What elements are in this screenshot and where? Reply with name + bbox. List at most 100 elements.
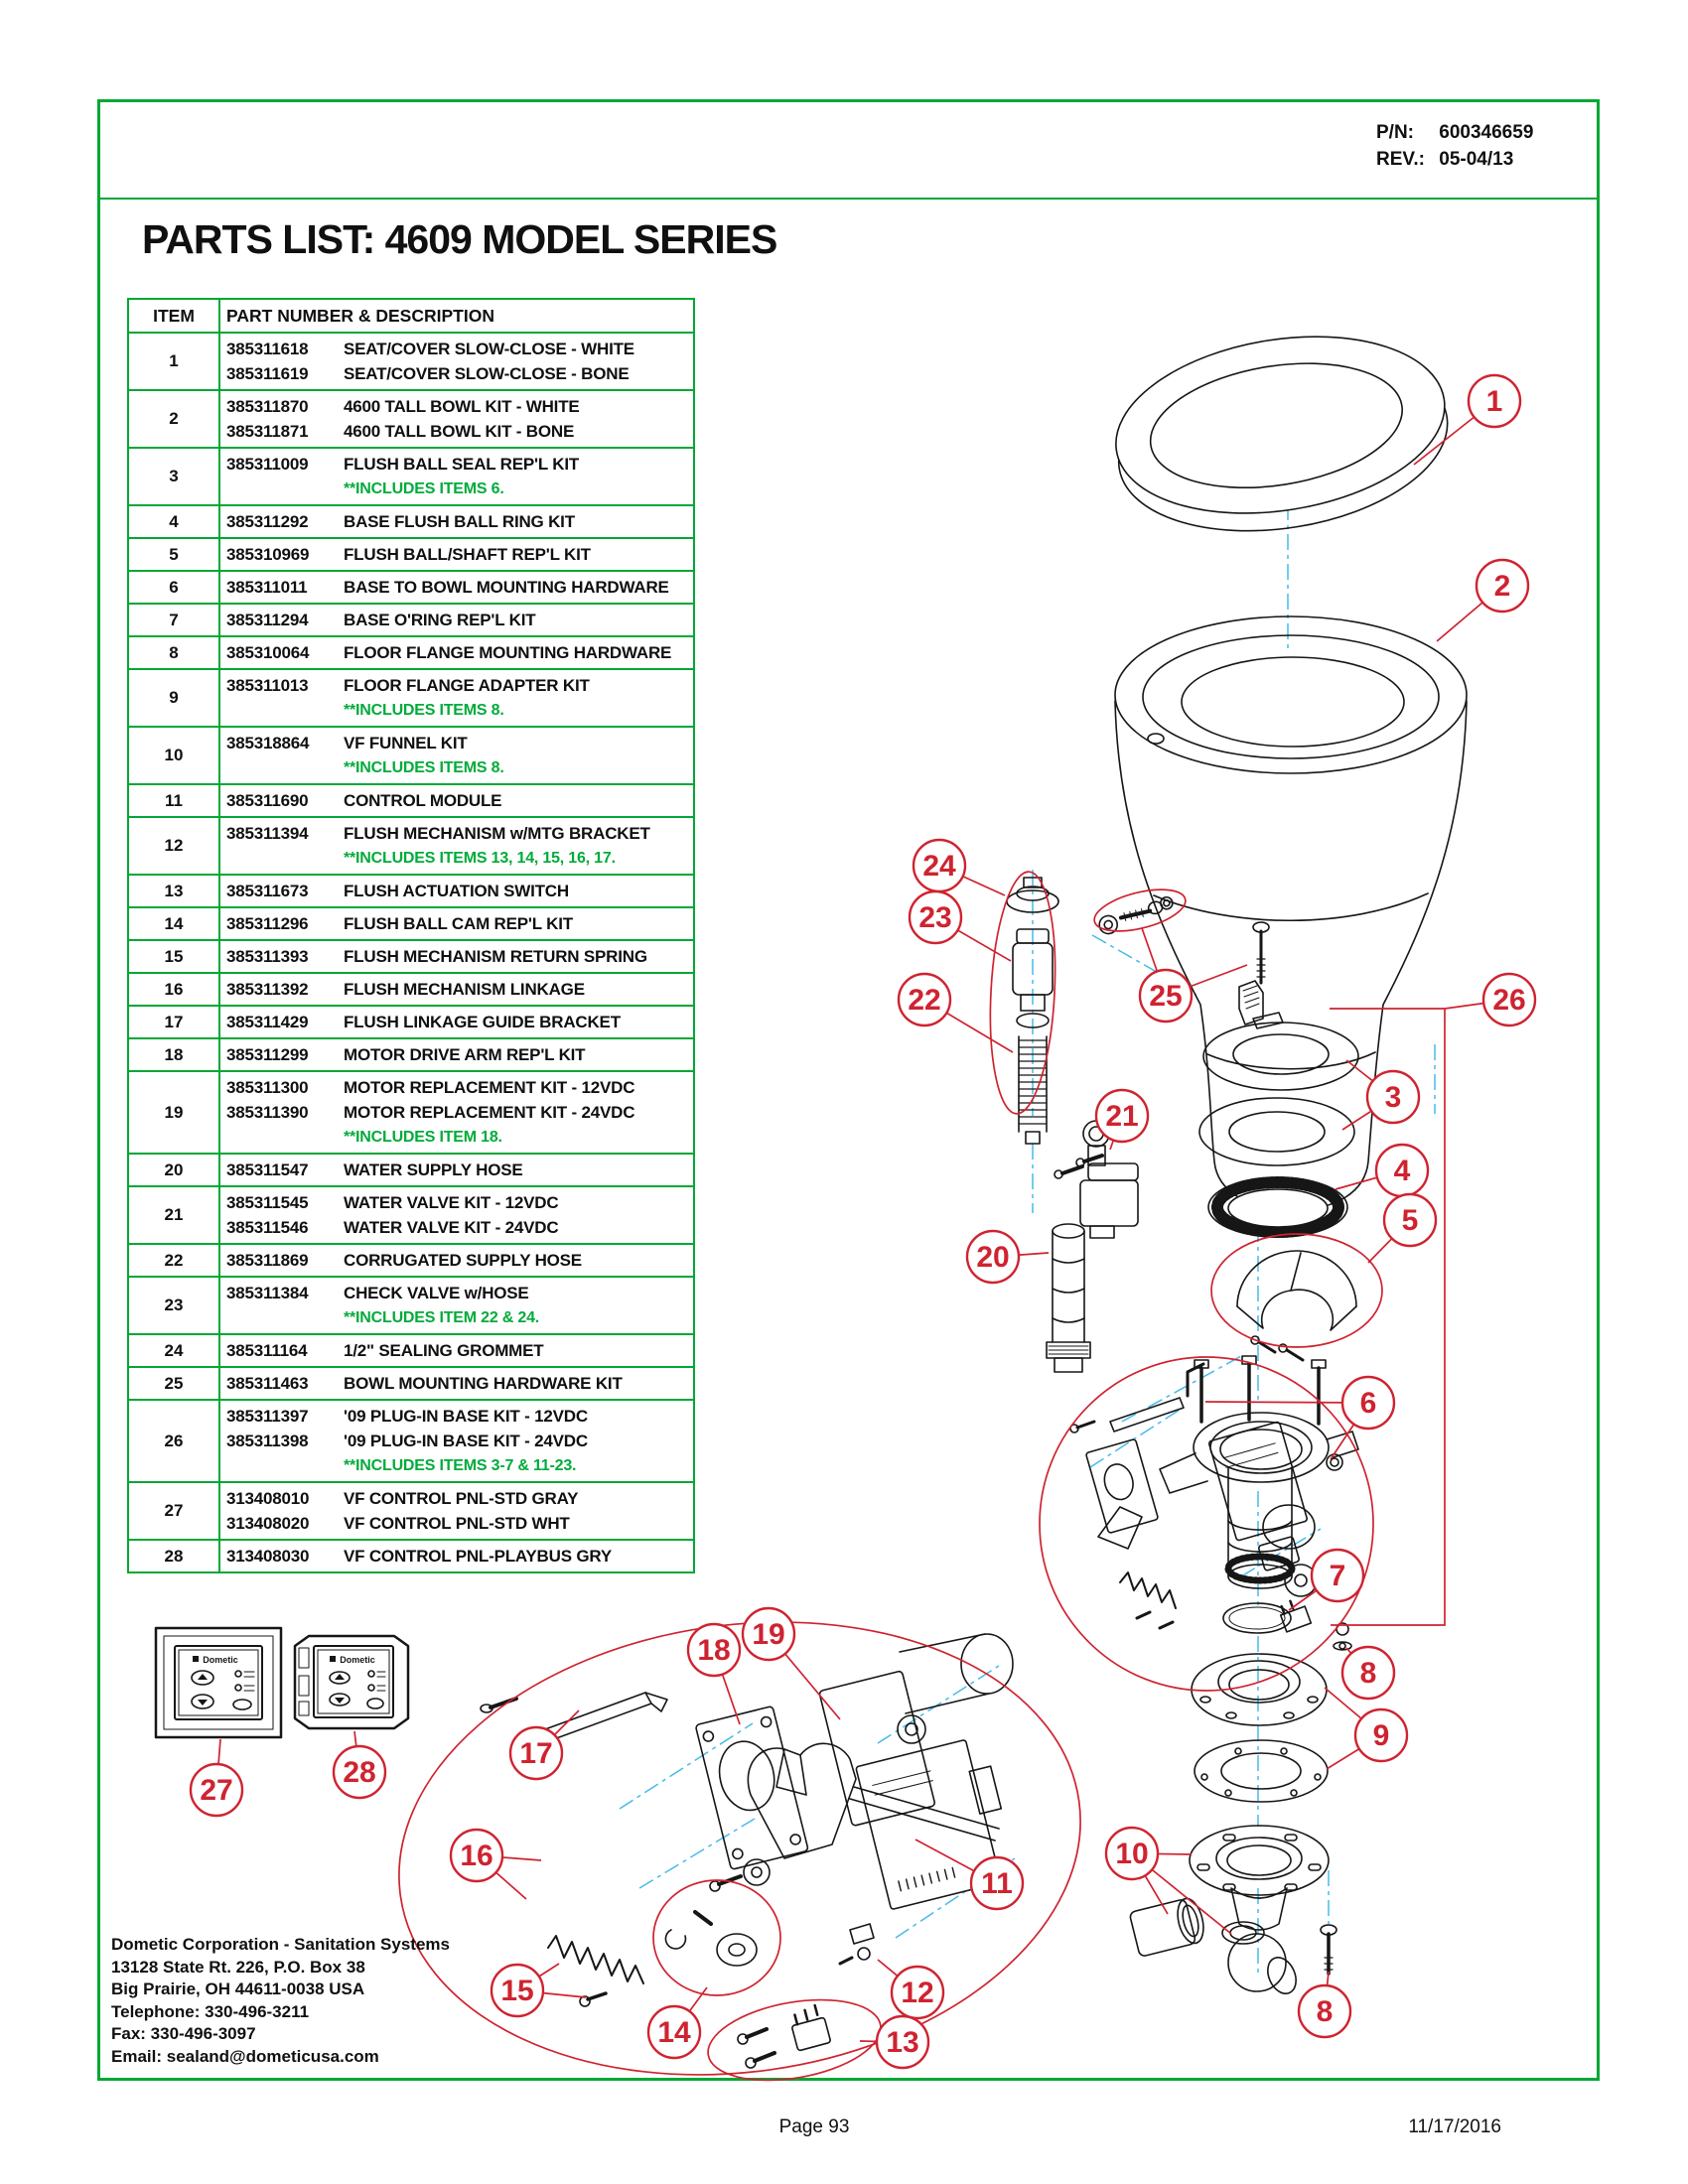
part-number: 313408010 (226, 1489, 310, 1508)
includes-note: **INCLUDES ITEM 22 & 24. (344, 1309, 540, 1326)
part-description: FLUSH LINKAGE GUIDE BRACKET (344, 1013, 621, 1031)
part-description-cell: 385310064 FLOOR FLANGE MOUNTING HARDWARE (218, 635, 695, 670)
part-description: CONTROL MODULE (344, 791, 502, 810)
part-description: MOTOR REPLACEMENT KIT - 12VDC (344, 1078, 635, 1097)
part-description-cell: 385311690 CONTROL MODULE (218, 783, 695, 818)
item-number: 17 (127, 1005, 220, 1039)
part-number: 385311299 (226, 1045, 309, 1064)
part-description-cell: 313408010 VF CONTROL PNL-STD GRAY 31340802… (218, 1481, 695, 1541)
part-description: VF CONTROL PNL-PLAYBUS GRY (344, 1547, 612, 1566)
part-number: 385311870 (226, 397, 309, 416)
includes-note: **INCLUDES ITEMS 6. (344, 480, 504, 497)
part-description: MOTOR DRIVE ARM REP'L KIT (344, 1045, 586, 1064)
table-row: 15 385311393 FLUSH MECHANISM RETURN SPRING (127, 939, 695, 974)
part-description: 1/2" SEALING GROMMET (344, 1341, 544, 1360)
part-number: 385311392 (226, 980, 309, 999)
parts-table-header-row: ITEM PART NUMBER & DESCRIPTION (127, 298, 695, 334)
item-number: 16 (127, 972, 220, 1007)
part-number: 313408020 (226, 1514, 310, 1533)
item-number: 11 (127, 783, 220, 818)
part-description: FLUSH MECHANISM w/MTG BRACKET (344, 824, 650, 843)
part-number: 385311011 (226, 578, 308, 597)
item-number: 22 (127, 1243, 220, 1278)
address-line: 13128 State Rt. 226, P.O. Box 38 (111, 1957, 365, 1977)
pn-value: 600346659 (1439, 122, 1534, 143)
item-number: 24 (127, 1333, 220, 1368)
part-description: 4600 TALL BOWL KIT - WHITE (344, 397, 580, 416)
item-number: 7 (127, 603, 220, 637)
part-description-cell: 385311429 FLUSH LINKAGE GUIDE BRACKET (218, 1005, 695, 1039)
part-number: 313408030 (226, 1547, 310, 1566)
includes-note: **INCLUDES ITEMS 13, 14, 15, 16, 17. (344, 850, 616, 867)
part-number: 385311690 (226, 791, 309, 810)
part-number: 385311397 (226, 1407, 309, 1426)
item-number: 1 (127, 332, 220, 391)
part-number: 385311673 (226, 882, 309, 900)
part-description: WATER VALVE KIT - 12VDC (344, 1193, 559, 1212)
part-number: 385311429 (226, 1013, 309, 1031)
table-row: 17 385311429 FLUSH LINKAGE GUIDE BRACKET (127, 1005, 695, 1039)
part-description: FLUSH MECHANISM RETURN SPRING (344, 947, 647, 966)
address-line: Dometic Corporation - Sanitation Systems (111, 1935, 450, 1954)
page-title: PARTS LIST: 4609 MODEL SERIES (142, 216, 777, 262)
part-description: 4600 TALL BOWL KIT - BONE (344, 422, 575, 441)
rev-label: REV.: (1376, 149, 1425, 170)
part-number: 385311545 (226, 1193, 309, 1212)
table-row: 22 385311869 CORRUGATED SUPPLY HOSE (127, 1243, 695, 1278)
part-description: VF CONTROL PNL-STD GRAY (344, 1489, 579, 1508)
part-description: FLOOR FLANGE MOUNTING HARDWARE (344, 643, 672, 662)
part-description: FLOOR FLANGE ADAPTER KIT (344, 676, 590, 695)
item-number: 25 (127, 1366, 220, 1401)
print-date: 11/17/2016 (1408, 2116, 1501, 2137)
part-description: CORRUGATED SUPPLY HOSE (344, 1251, 582, 1270)
part-description: FLUSH BALL SEAL REP'L KIT (344, 455, 580, 474)
part-number: 385310064 (226, 643, 310, 662)
part-number: 385311463 (226, 1374, 309, 1393)
part-number: 385311384 (226, 1284, 309, 1302)
includes-note: **INCLUDES ITEMS 8. (344, 702, 504, 719)
part-number: 385311618 (226, 340, 309, 358)
address-line: Telephone: 330-496-3211 (111, 2001, 310, 2021)
includes-note: **INCLUDES ITEMS 3-7 & 11-23. (344, 1457, 577, 1474)
item-number: 23 (127, 1276, 220, 1335)
part-number: 385311393 (226, 947, 309, 966)
item-number: 3 (127, 447, 220, 506)
item-number: 19 (127, 1070, 220, 1155)
part-description: BOWL MOUNTING HARDWARE KIT (344, 1374, 623, 1393)
part-description-cell: 385311545 WATER VALVE KIT - 12VDC 38531154… (218, 1185, 695, 1245)
page-number: Page 93 (778, 2116, 850, 2137)
part-number: 385311398 (226, 1432, 309, 1450)
part-number: 385311546 (226, 1218, 309, 1237)
part-number: 385318864 (226, 734, 310, 752)
column-header-item: ITEM (127, 298, 220, 334)
column-header-part: PART NUMBER & DESCRIPTION (218, 298, 695, 334)
part-number: 385311869 (226, 1251, 309, 1270)
parts-table: ITEM PART NUMBER & DESCRIPTION 1 38531161… (127, 298, 695, 1573)
item-number: 15 (127, 939, 220, 974)
